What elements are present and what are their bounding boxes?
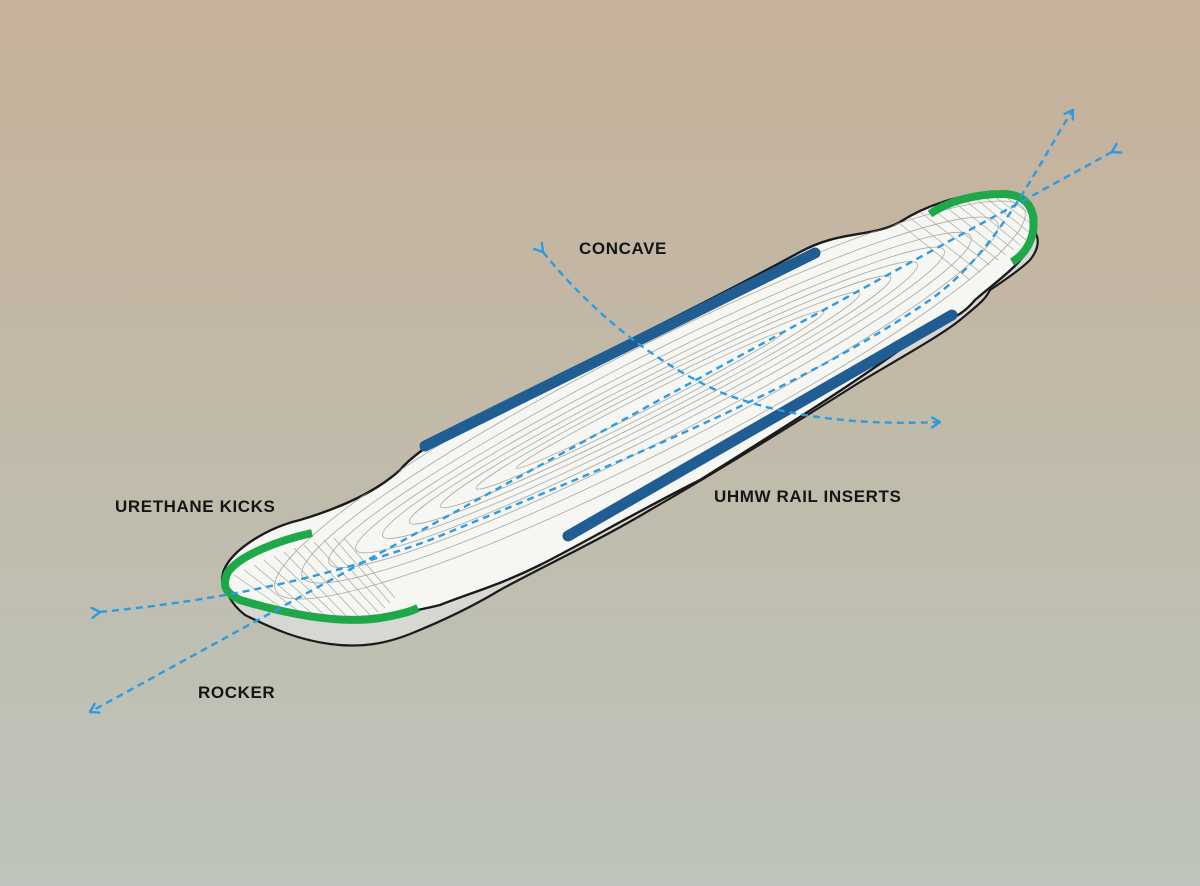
label-urethane-kicks: URETHANE KICKS [115,497,276,516]
label-rocker: ROCKER [198,683,276,702]
rocker-curve-arrow [100,110,1073,612]
label-concave: CONCAVE [579,239,667,258]
label-uhmw-rail-inserts: UHMW RAIL INSERTS [714,487,902,506]
rocker-axis-arrow [90,152,1112,712]
